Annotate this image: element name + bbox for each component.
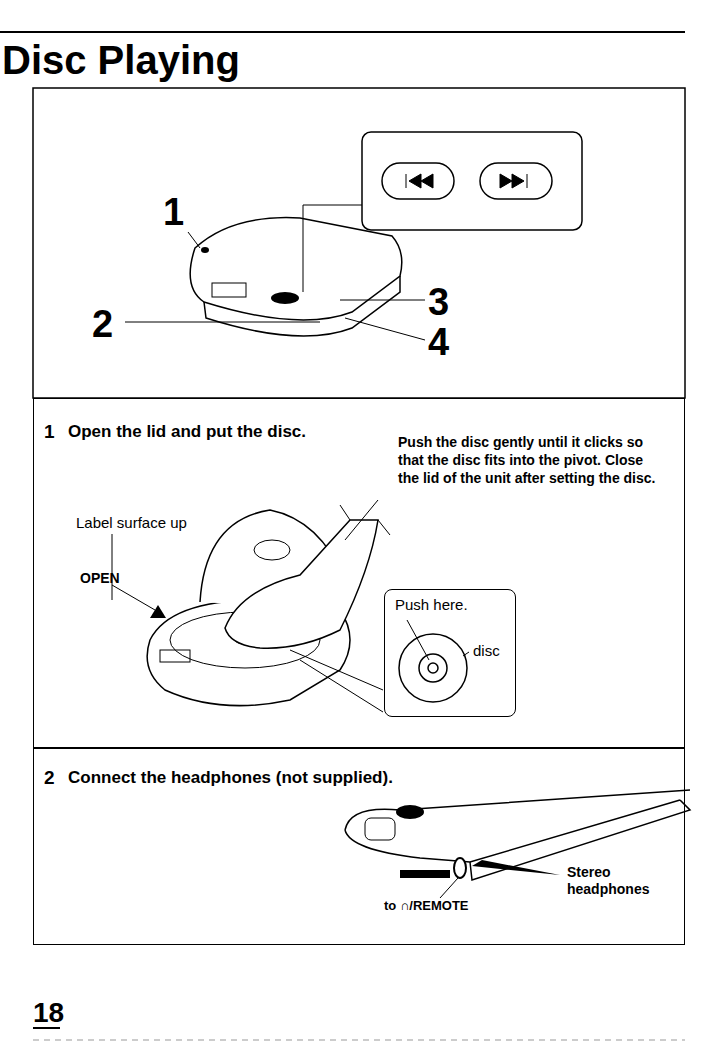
leader-line xyxy=(112,585,155,610)
leader-line xyxy=(290,650,383,690)
part-name: disc xyxy=(473,642,500,660)
side-slot xyxy=(400,870,450,878)
leader-line xyxy=(300,660,383,712)
disc-outline xyxy=(399,634,467,702)
step-number: 1 xyxy=(44,421,55,444)
top-panel xyxy=(33,88,685,398)
disc-hole xyxy=(428,663,438,673)
top-rule xyxy=(0,31,685,33)
leader-line xyxy=(188,232,200,248)
jack-label: to ∩/REMOTE xyxy=(384,898,469,914)
callout-number: 1 xyxy=(163,190,184,236)
prev-button xyxy=(382,163,454,199)
step-note: Push the disc gently until it clicks so … xyxy=(398,433,660,488)
page-title: Disc Playing xyxy=(2,36,240,84)
scan-noise xyxy=(33,1040,685,1041)
step-heading: Open the lid and put the disc. xyxy=(68,422,306,442)
player-buttons xyxy=(271,292,299,304)
page-number: 18 xyxy=(33,996,64,1030)
callout-number: 2 xyxy=(92,302,113,348)
player-body xyxy=(190,218,402,320)
plug-arrow xyxy=(472,860,560,875)
player-switch xyxy=(365,818,395,840)
inset-box: Push here. disc xyxy=(384,589,516,717)
part-label: Label surface up xyxy=(76,514,187,532)
open-arrow xyxy=(150,605,166,618)
player-buttons xyxy=(396,805,424,819)
prev-icon xyxy=(406,174,433,188)
leader-line xyxy=(125,322,320,323)
step-heading: Connect the headphones (not supplied). xyxy=(68,768,393,788)
display-window xyxy=(160,650,190,662)
callout-number: 4 xyxy=(428,320,449,366)
lid-pivot xyxy=(254,540,290,560)
pointer-line xyxy=(407,620,429,660)
pointer-line xyxy=(463,652,469,656)
leader-line xyxy=(440,878,458,898)
wrist xyxy=(340,505,390,535)
part-label: Stereo headphones xyxy=(567,864,667,898)
headphone-jack xyxy=(454,858,466,878)
button-inset xyxy=(362,132,582,230)
leader-line xyxy=(345,500,378,540)
part-label: OPEN xyxy=(80,570,120,587)
next-button xyxy=(480,163,552,199)
leader-line xyxy=(345,318,425,340)
leader-line xyxy=(112,534,113,600)
leader-line xyxy=(340,300,425,301)
leader-line xyxy=(303,205,362,292)
hand xyxy=(225,520,378,648)
display-window xyxy=(212,283,246,297)
inset-caption: Push here. xyxy=(395,596,468,614)
step-number: 2 xyxy=(44,767,55,790)
player-side xyxy=(204,276,400,336)
step-panel: 2 Connect the headphones (not supplied). xyxy=(33,748,685,945)
step-panel: 1 Open the lid and put the disc. Push the … xyxy=(33,398,685,748)
next-icon xyxy=(500,174,527,188)
disc-hub xyxy=(419,654,447,682)
open-button xyxy=(201,247,209,253)
callout-number: 3 xyxy=(428,280,449,326)
